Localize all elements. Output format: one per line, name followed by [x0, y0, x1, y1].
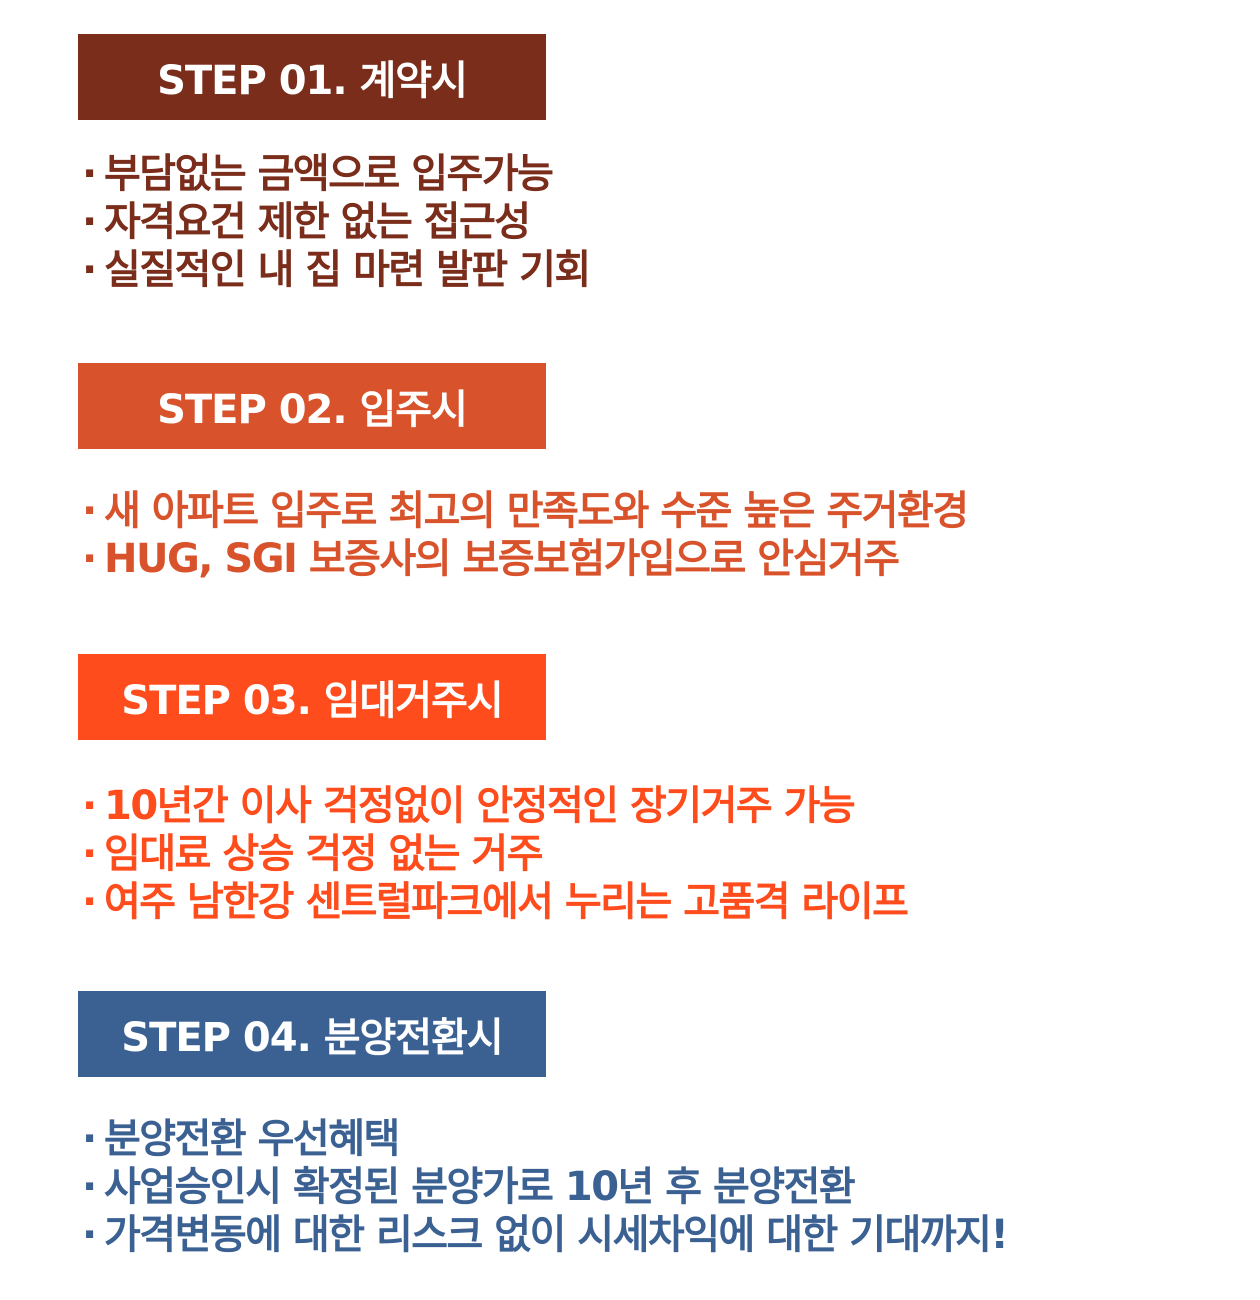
- step-02-section: STEP 02. 입주시 새 아파트 입주로 최고의 만족도와 수준 높은 주거…: [78, 363, 1228, 583]
- step-02-header: STEP 02. 입주시: [78, 363, 546, 449]
- list-item: 새 아파트 입주로 최고의 만족도와 수준 높은 주거환경: [78, 487, 1228, 535]
- step-01-header: STEP 01. 계약시: [78, 34, 546, 120]
- list-item: 부담없는 금액으로 입주가능: [78, 150, 1228, 198]
- step-02-list: 새 아파트 입주로 최고의 만족도와 수준 높은 주거환경 HUG, SGI 보…: [78, 487, 1228, 583]
- step-01-list: 부담없는 금액으로 입주가능 자격요건 제한 없는 접근성 실질적인 내 집 마…: [78, 150, 1228, 294]
- list-item: 10년간 이사 걱정없이 안정적인 장기거주 가능: [78, 782, 1228, 830]
- step-04-header: STEP 04. 분양전환시: [78, 991, 546, 1077]
- list-item: 실질적인 내 집 마련 발판 기회: [78, 246, 1228, 294]
- list-item: 가격변동에 대한 리스크 없이 시세차익에 대한 기대까지!: [78, 1211, 1228, 1259]
- list-item: HUG, SGI 보증사의 보증보험가입으로 안심거주: [78, 535, 1228, 583]
- list-item: 사업승인시 확정된 분양가로 10년 후 분양전환: [78, 1163, 1228, 1211]
- list-item: 여주 남한강 센트럴파크에서 누리는 고품격 라이프: [78, 878, 1228, 926]
- step-03-section: STEP 03. 임대거주시 10년간 이사 걱정없이 안정적인 장기거주 가능…: [78, 654, 1228, 926]
- step-01-section: STEP 01. 계약시 부담없는 금액으로 입주가능 자격요건 제한 없는 접…: [78, 34, 1228, 294]
- list-item: 분양전환 우선혜택: [78, 1115, 1228, 1163]
- list-item: 자격요건 제한 없는 접근성: [78, 198, 1228, 246]
- step-03-list: 10년간 이사 걱정없이 안정적인 장기거주 가능 임대료 상승 걱정 없는 거…: [78, 782, 1228, 926]
- step-04-list: 분양전환 우선혜택 사업승인시 확정된 분양가로 10년 후 분양전환 가격변동…: [78, 1115, 1228, 1259]
- step-03-header: STEP 03. 임대거주시: [78, 654, 546, 740]
- step-04-section: STEP 04. 분양전환시 분양전환 우선혜택 사업승인시 확정된 분양가로 …: [78, 991, 1228, 1259]
- list-item: 임대료 상승 걱정 없는 거주: [78, 830, 1228, 878]
